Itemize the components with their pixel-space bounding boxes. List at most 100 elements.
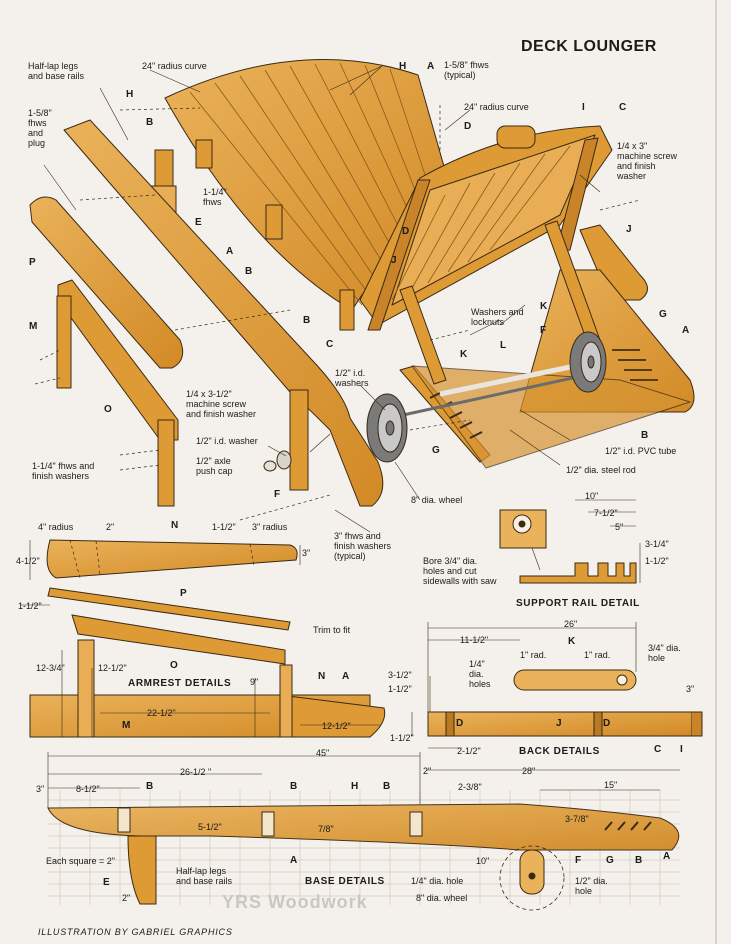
note-1-4-holes: 1/4" dia. holes [469, 659, 491, 689]
dim-1-1-2b: 1-1/2" [18, 601, 42, 611]
base-letter-e: E [103, 877, 110, 888]
letter-b-mid: B [245, 266, 253, 277]
dim-4-radius: 4" radius [38, 522, 74, 532]
note-radius-curve-top: 24" radius curve [142, 61, 207, 71]
armrest-letter-p: P [180, 588, 187, 599]
base-details-drawing [47, 752, 680, 911]
armrest-letter-n: N [318, 671, 326, 682]
dim-3-1-4: 3-1/4" [645, 539, 669, 549]
note-half-lap: Half-lap legs and base rails [28, 61, 85, 81]
note-fhws-114: 1-1/4" fhws [203, 187, 227, 207]
base-letter-a-right: A [663, 851, 671, 862]
letter-j: J [391, 255, 397, 266]
dim-2-base: 2" [423, 766, 432, 776]
letter-e: E [195, 217, 202, 228]
dim-2-3-8: 2-3/8" [458, 782, 482, 792]
note-steel-rod: 1/2" dia. steel rod [566, 465, 636, 475]
dim-4-1-2: 4-1/2" [16, 556, 40, 566]
dim-15: 15" [604, 780, 618, 790]
letter-p: P [29, 257, 36, 268]
letter-b-right: B [641, 430, 649, 441]
dim-12-1-2: 12-1/2" [98, 663, 127, 673]
wheel-right [569, 331, 607, 393]
note-id-washer: 1/2" i.d. washer [196, 436, 258, 446]
dim-7-1-2: 7-1/2" [594, 508, 618, 518]
dim-10: 10" [585, 491, 599, 501]
letter-h-top: H [399, 61, 407, 72]
back-letter-k: K [568, 636, 576, 647]
dim-1-rad-left: 1" rad. [520, 650, 547, 660]
letter-k: K [460, 349, 468, 360]
dim-26-1-2: 26-1/2 " [180, 767, 212, 777]
back-letter-c: C [654, 744, 662, 755]
dim-3-radius: 3" radius [252, 522, 288, 532]
letter-o: O [104, 404, 112, 415]
letter-b-low: B [303, 315, 311, 326]
base-letter-b-2: B [290, 781, 298, 792]
base-rail-profile [47, 803, 680, 851]
dim-45: 45" [316, 748, 330, 758]
dim-22-1-2: 22-1/2" [147, 708, 176, 718]
armrest-letter-a: A [342, 671, 350, 682]
base-letter-f: F [575, 855, 582, 866]
back-details-title: BACK DETAILS [519, 746, 600, 757]
armrest-details-title: ARMREST DETAILS [128, 678, 232, 689]
dim-1-1-2-support: 1-1/2" [645, 556, 669, 566]
dim-5: 5" [615, 522, 624, 532]
back-details-drawing [411, 622, 703, 749]
letter-c-top: C [619, 102, 627, 113]
dim-12-1-2b: 12-1/2" [322, 721, 351, 731]
letter-m: M [29, 321, 38, 332]
note-id-washers: 1/2" i.d. washers [335, 368, 369, 388]
note-fhws-typical: 1-5/8" fhws (typical) [444, 60, 489, 80]
dim-5-1-2: 5-1/2" [198, 822, 222, 832]
note-1-4-hole: 1/4" dia. hole [411, 876, 464, 886]
dim-2: 2" [106, 522, 115, 532]
dim-3-back: 3" [686, 684, 695, 694]
note-3-4-hole: 3/4" dia. hole [648, 643, 681, 663]
dim-1-1-2: 1-1/2" [212, 522, 236, 532]
note-washers-locknuts: Washers and locknuts [471, 307, 524, 327]
dim-9: 9" [250, 677, 259, 687]
letter-l: L [500, 340, 507, 351]
letter-f: F [274, 489, 281, 500]
base-details-title: BASE DETAILS [305, 876, 385, 887]
dim-11-1-2: 11-1/2" [460, 635, 489, 645]
note-half-lap-base: Half-lap legs and base rails [176, 866, 233, 886]
support-rail-drawing [499, 499, 641, 584]
note-bore: Bore 3/4" dia. holes and cut sidewalls w… [423, 556, 497, 586]
note-radius-curve-mid: 24" radius curve [464, 102, 529, 112]
letter-a-top: A [427, 61, 435, 72]
dim-3-1-2: 3-1/2" [388, 670, 412, 680]
letter-j-right: J [626, 224, 632, 235]
letter-a-mid: A [226, 246, 234, 257]
dim-3-7-8: 3-7/8" [565, 814, 589, 824]
letter-c-mid: C [326, 339, 334, 350]
base-letter-h: H [351, 781, 359, 792]
page-title: DECK LOUNGER [521, 38, 657, 55]
dim-1-1-2-back: 1-1/2" [388, 684, 412, 694]
support-rail-detail-title: SUPPORT RAIL DETAIL [516, 598, 640, 609]
exploded-view [29, 59, 695, 533]
dim-2-base-low: 2" [122, 893, 131, 903]
dim-3: 3" [302, 548, 311, 558]
back-letter-d-left: D [456, 718, 464, 729]
letter-h: H [126, 89, 134, 100]
letter-g: G [432, 445, 440, 456]
wheel-left [366, 393, 408, 463]
letter-f-right: F [540, 325, 547, 336]
armrest-letter-m: M [122, 720, 131, 731]
base-letter-b-1: B [146, 781, 154, 792]
dim-12-3-4: 12-3/4" [36, 663, 65, 673]
note-fhws-plug: 1-5/8" fhws and plug [28, 108, 52, 148]
letter-d-mid: D [402, 226, 410, 237]
dim-8-1-2: 8-1/2" [76, 784, 100, 794]
base-letter-b-4: B [635, 855, 643, 866]
part-p-armrest [29, 196, 184, 369]
back-assembly [359, 125, 613, 331]
armrest-letter-o: O [170, 660, 178, 671]
back-letter-i: I [680, 744, 683, 755]
armrest-details-drawing [20, 539, 386, 738]
back-letter-j: J [556, 718, 562, 729]
